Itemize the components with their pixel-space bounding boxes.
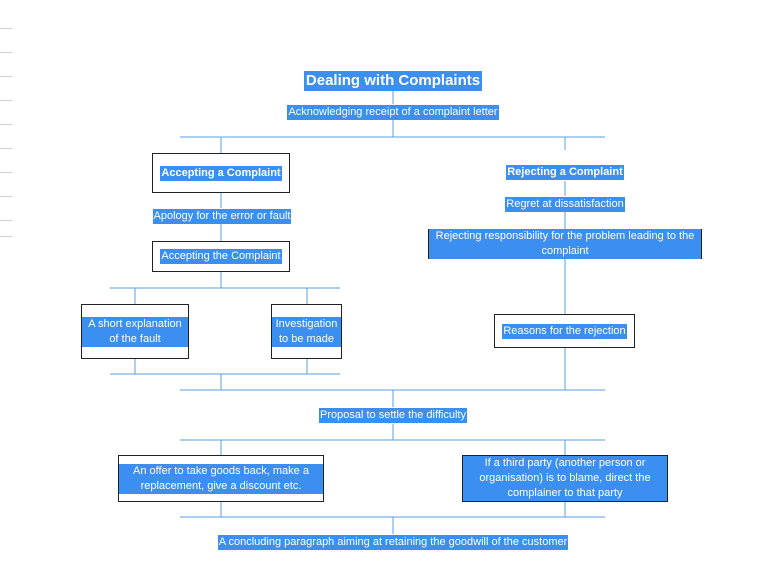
- proposal-step: Proposal to settle the difficulty: [300, 407, 486, 424]
- acknowledge-step-text: Acknowledging receipt of a complaint let…: [287, 104, 499, 120]
- reasons-text: Reasons for the rejection: [502, 323, 627, 339]
- third-party-box: If a third party (another person or orga…: [462, 455, 668, 502]
- offer-text: An offer to take goods back, make a repl…: [119, 463, 323, 494]
- proposal-step-text: Proposal to settle the difficulty: [319, 408, 467, 423]
- regret-step-text: Regret at dissatisfaction: [505, 196, 625, 212]
- investigation-text: Investigation to be made: [272, 316, 341, 347]
- conclusion-step-text: A concluding paragraph aiming at retaini…: [217, 535, 569, 550]
- accepting-step-text: Accepting the Complaint: [160, 249, 282, 264]
- accepting-complaint-heading: Accepting a Complaint: [160, 165, 282, 181]
- offer-box: An offer to take goods back, make a repl…: [118, 455, 324, 502]
- responsibility-text: Rejecting responsibility for the problem…: [429, 229, 701, 259]
- third-party-text: If a third party (another person or orga…: [463, 456, 667, 501]
- accepting-step-box: Accepting the Complaint: [152, 241, 290, 272]
- acknowledge-step: Acknowledging receipt of a complaint let…: [260, 104, 526, 120]
- margin-ticks: [0, 0, 14, 562]
- reasons-box: Reasons for the rejection: [494, 314, 635, 348]
- rejecting-complaint-heading-box: Rejecting a Complaint: [490, 164, 640, 181]
- conclusion-step: A concluding paragraph aiming at retaini…: [176, 534, 610, 551]
- responsibility-box: Rejecting responsibility for the problem…: [428, 229, 702, 259]
- regret-step: Regret at dissatisfaction: [490, 196, 640, 212]
- apology-step: Apology for the error or fault: [140, 208, 304, 224]
- explanation-box: A short explanation of the fault: [81, 304, 189, 359]
- diagram-title-text: Dealing with Complaints: [303, 71, 483, 91]
- apology-step-text: Apology for the error or fault: [152, 208, 292, 224]
- rejecting-complaint-heading: Rejecting a Complaint: [506, 165, 624, 180]
- accepting-complaint-box: Accepting a Complaint: [152, 153, 290, 193]
- explanation-text: A short explanation of the fault: [82, 316, 188, 347]
- diagram-title: Dealing with Complaints: [270, 70, 516, 92]
- investigation-box: Investigation to be made: [271, 304, 342, 359]
